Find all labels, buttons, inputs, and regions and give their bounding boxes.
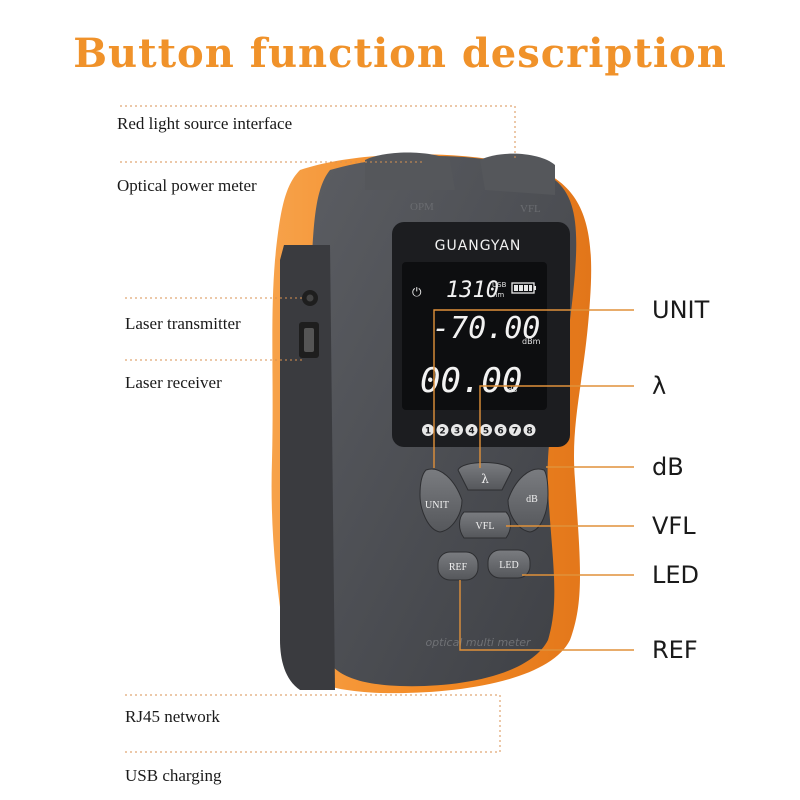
battery-tip (534, 286, 536, 290)
screen-indicator-label-2: 2 (439, 427, 445, 437)
top-port-left-label: OPM (410, 201, 434, 213)
right-leader-lines (433, 309, 634, 651)
label-ref: REF (652, 636, 698, 664)
battery-bar-2 (519, 285, 523, 291)
top-bumper-left (365, 152, 455, 190)
battery-bar-1 (514, 285, 518, 291)
ref-button[interactable]: REF (437, 551, 479, 581)
page-title: Button function description (73, 30, 727, 77)
screen-indicator-5 (480, 424, 492, 436)
screen-indicator-label-8: 8 (526, 427, 532, 437)
screen-indicator-3 (451, 424, 463, 436)
screen-power-unit: dBm (522, 337, 541, 346)
screen-wavelength: 1310 (446, 278, 499, 303)
vfl-button[interactable]: VFL (459, 511, 511, 539)
label-unit: UNIT (652, 296, 710, 324)
screen-indicator-label-6: 6 (497, 427, 503, 437)
device-bottom-text: optical multi meter (425, 636, 532, 649)
screen-relative-value: 00.00 (420, 361, 522, 401)
screen-indicator-2 (436, 424, 449, 436)
db-button-label: dB (526, 494, 538, 505)
brand-logo: GUANGYAN (435, 238, 522, 254)
label-vfl: VFL (652, 512, 696, 540)
screen-indicator-1 (422, 424, 434, 436)
label-led: LED (652, 561, 700, 589)
label-laser-receiver: Laser receiver (125, 373, 222, 392)
label-usb-charging: USB charging (125, 766, 222, 785)
led-button-label: LED (499, 560, 518, 571)
leader-unit (433, 309, 634, 468)
screen-indicator-7 (509, 424, 521, 436)
screen-nm-label: nm (493, 291, 504, 299)
lambda-button[interactable]: λ (457, 462, 513, 491)
power-icon: ⏻ (412, 285, 422, 299)
db-button[interactable]: dB (507, 468, 549, 533)
screen-power-value: -70.00 (432, 311, 540, 346)
screen-indicator-label-4: 4 (468, 427, 474, 437)
unit-button[interactable]: UNIT (419, 468, 463, 533)
screen-usb-label: USB (492, 281, 507, 289)
leader-usb (125, 692, 501, 753)
screen-indicator-label-1: 1 (425, 427, 431, 437)
label-lambda: λ (652, 372, 667, 400)
screen-relative-unit: dB (508, 386, 517, 394)
label-db: dB (652, 453, 684, 481)
screen-indicator-label-7: 7 (512, 427, 518, 437)
label-optical-power-meter: Optical power meter (117, 176, 257, 195)
lcd-screen (402, 262, 547, 410)
vfl-button-label: VFL (476, 521, 495, 532)
laser-receiver-port-core (304, 328, 314, 352)
leader-lambda (479, 385, 634, 468)
label-rj45-network: RJ45 network (125, 707, 220, 726)
screen-indicator-label-5: 5 (483, 427, 489, 437)
label-red-light-source-interface: Red light source interface (117, 114, 293, 133)
led-button[interactable]: LED (487, 549, 531, 579)
top-port-right-label: VFL (520, 203, 541, 215)
top-bumper-right (480, 153, 555, 195)
screen-indicator-8 (523, 424, 536, 436)
label-laser-transmitter: Laser transmitter (125, 314, 241, 333)
lambda-button-label: λ (481, 472, 489, 486)
screen-indicator-4 (465, 424, 478, 436)
battery-bar-4 (529, 285, 532, 291)
device-side-panel (280, 245, 335, 690)
screen-indicator-label-3: 3 (454, 427, 460, 437)
laser-transmitter-port-core (306, 294, 314, 302)
leader-red-light (120, 105, 516, 160)
leader-ref (459, 580, 634, 651)
unit-button-label: UNIT (425, 500, 449, 511)
ref-button-label: REF (449, 562, 468, 573)
screen-indicator-6 (494, 424, 507, 436)
battery-bar-3 (524, 285, 528, 291)
left-leader-lines (120, 105, 516, 753)
